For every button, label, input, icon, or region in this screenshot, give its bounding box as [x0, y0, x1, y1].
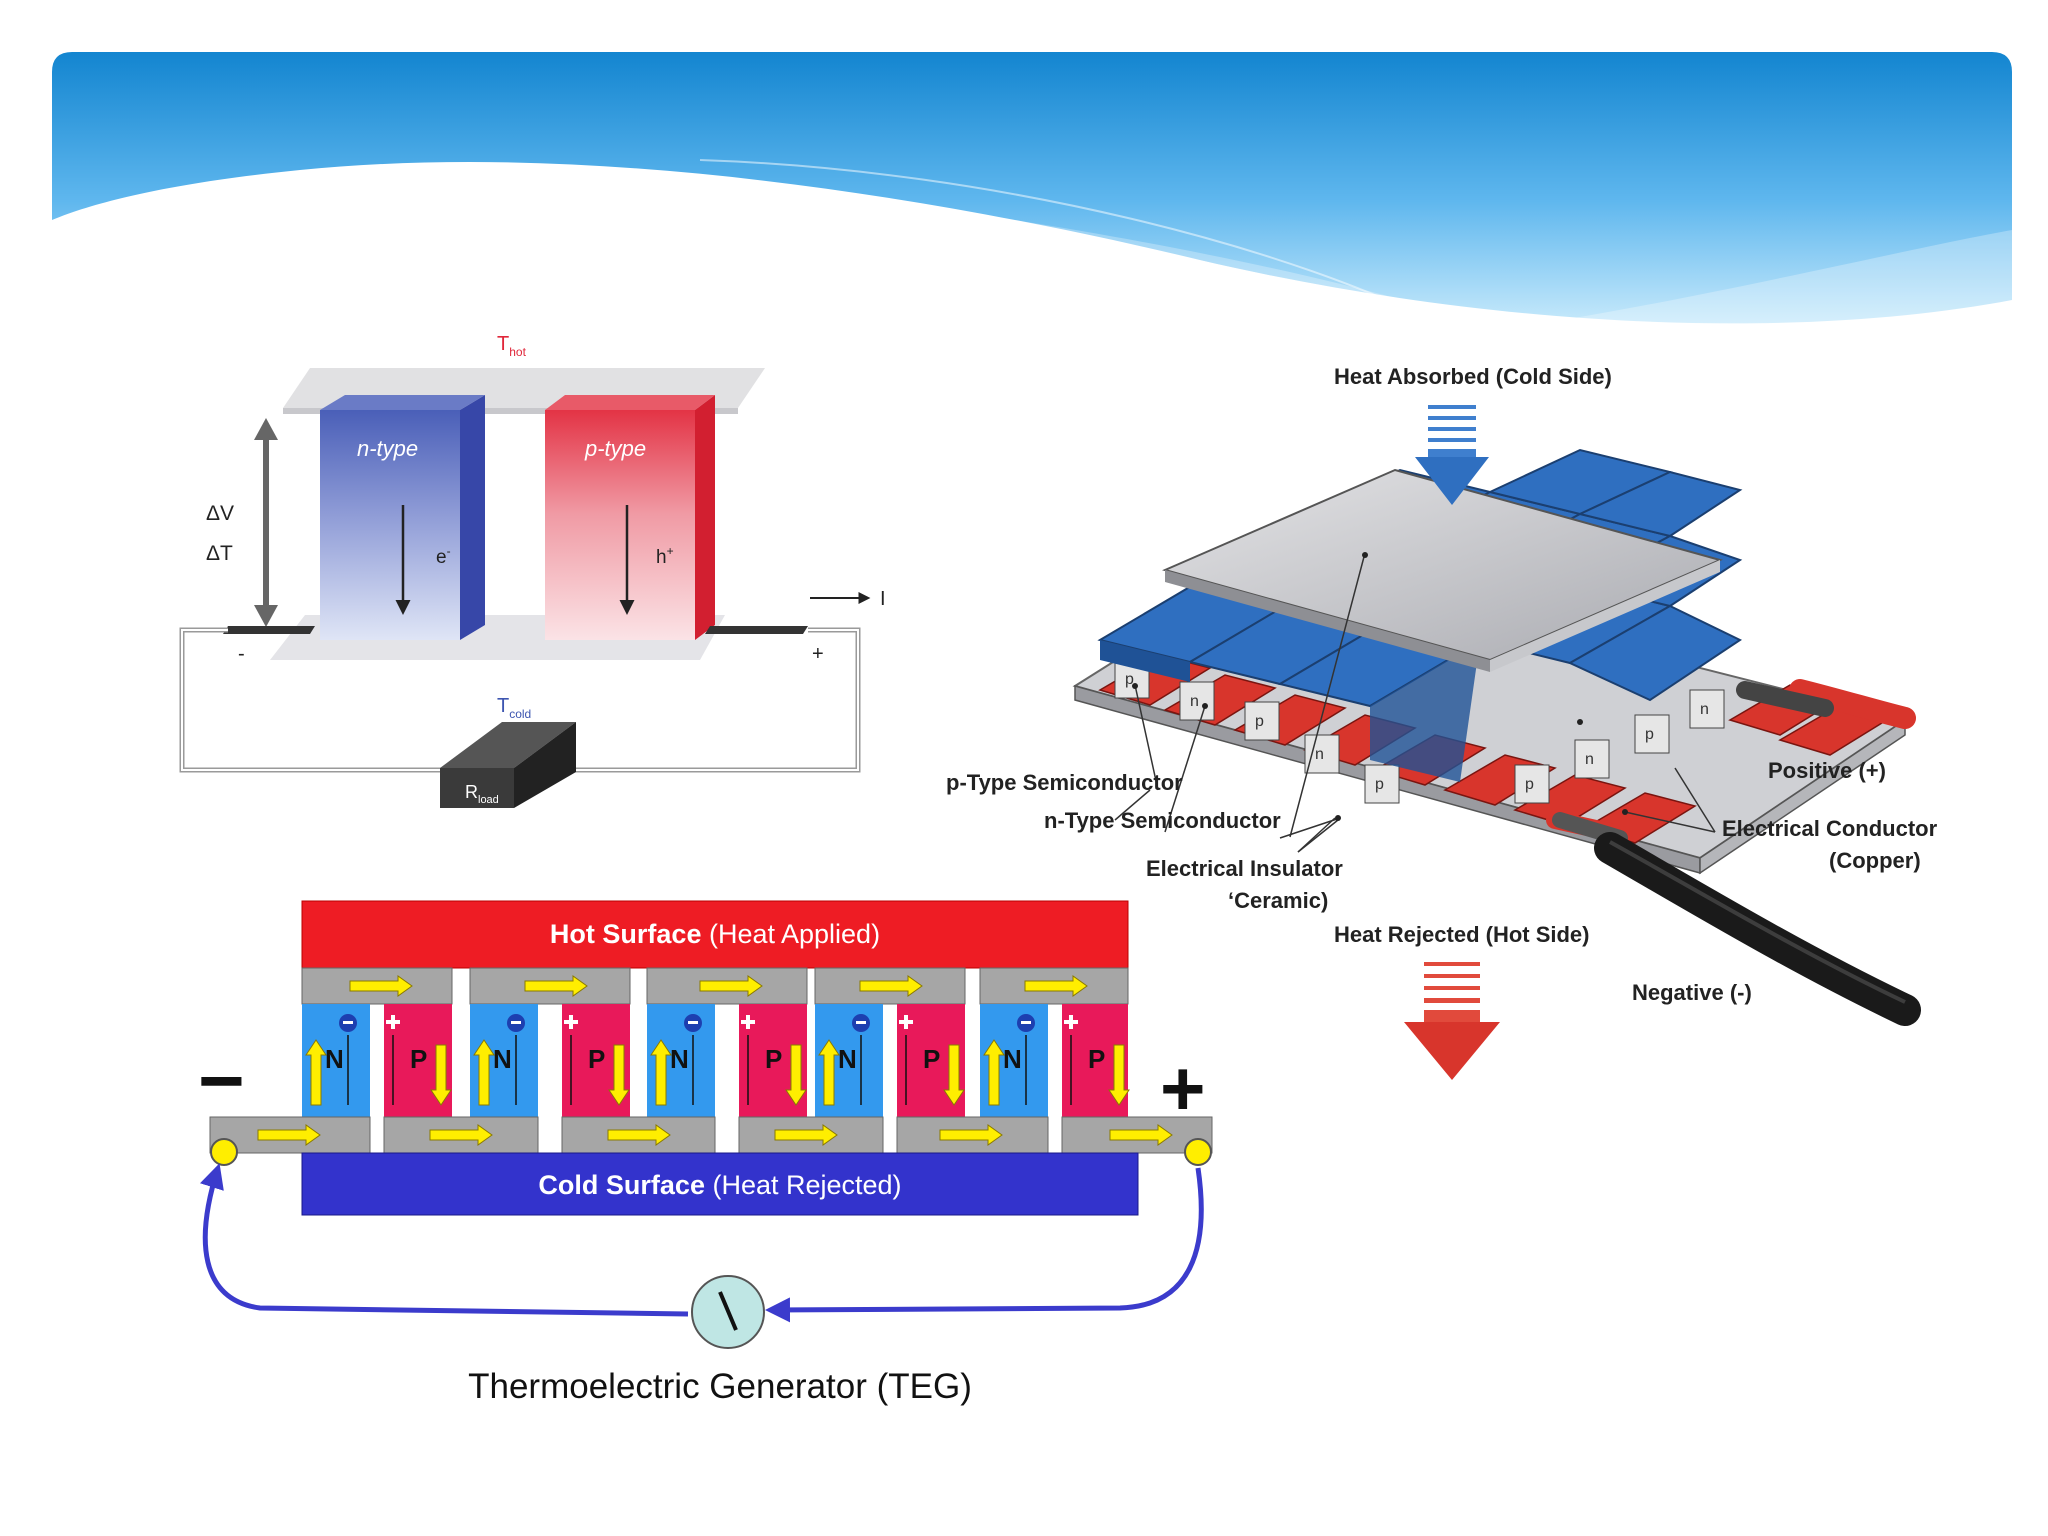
n-type-label: n-type — [357, 436, 418, 461]
svg-text:p: p — [1125, 671, 1134, 688]
negative-node — [210, 1138, 238, 1166]
load-resistor: Rload — [440, 722, 576, 808]
svg-text:p: p — [1645, 726, 1654, 743]
heat-absorbed-arrow — [1415, 405, 1489, 505]
conductor-label-line2: (Copper) — [1829, 848, 1921, 873]
peltier-module-diagram: p n p n p p n — [946, 364, 1938, 1080]
svg-text:P: P — [765, 1044, 782, 1074]
p-semiconductor-label: p-Type Semiconductor — [946, 770, 1183, 795]
banner-line — [699, 159, 1451, 331]
teg-caption: Thermoelectric Generator (TEG) — [468, 1367, 972, 1406]
svg-text:P: P — [923, 1044, 940, 1074]
svg-text:N: N — [493, 1044, 512, 1074]
svg-text:n: n — [1700, 701, 1709, 718]
leg-labels: N P N P N P N P N P — [325, 1044, 1105, 1074]
insulator-label-line2: ‘Ceramic) — [1228, 888, 1328, 913]
negative-terminal-sign: − — [198, 1036, 245, 1125]
svg-text:P: P — [1088, 1044, 1105, 1074]
n-semiconductor-label: n-Type Semiconductor — [1044, 808, 1281, 833]
banner-highlight — [560, 170, 2012, 334]
heat-rejected-arrow — [1404, 962, 1500, 1080]
svg-text:P: P — [410, 1044, 427, 1074]
charge-carriers — [339, 1014, 1078, 1105]
negative-wire — [1546, 811, 1921, 1026]
n-type-leg — [320, 410, 460, 640]
seebeck-diagram: Thot n-type p-type e- h+ ΔV ΔT - + I Tco… — [179, 333, 886, 808]
positive-wire — [1736, 679, 1916, 729]
t-hot-label: Thot — [497, 333, 527, 359]
insulator-label-line1: Electrical Insulator — [1146, 856, 1343, 881]
cold-surface — [301, 1152, 1139, 1216]
svg-text:n: n — [1585, 751, 1594, 768]
conductor-label-line1: Electrical Conductor — [1722, 816, 1938, 841]
positive-node — [1184, 1138, 1212, 1166]
p-type-label: p-type — [584, 436, 646, 461]
minus-terminal: - — [238, 643, 245, 665]
svg-text:n: n — [1315, 746, 1324, 763]
svg-text:N: N — [325, 1044, 344, 1074]
svg-text:p: p — [1525, 776, 1534, 793]
teg-diagram: Hot Surface (Heat Applied) — [198, 900, 1213, 1406]
external-circuit-left — [200, 1163, 689, 1317]
positive-label: Positive (+) — [1768, 758, 1886, 783]
electron-label: e- — [436, 544, 451, 568]
top-conductors — [301, 967, 1129, 1005]
current-label: I — [880, 588, 886, 610]
header-banner — [52, 52, 2012, 334]
leader-lines — [1114, 552, 1716, 853]
t-cold-label: Tcold — [497, 695, 531, 721]
heat-absorbed-label: Heat Absorbed (Cold Side) — [1334, 364, 1612, 389]
bottom-conductors — [209, 1116, 1213, 1154]
heat-rejected-label: Heat Rejected (Hot Side) — [1334, 922, 1590, 947]
svg-text:P: P — [588, 1044, 605, 1074]
svg-text:p: p — [1375, 776, 1384, 793]
negative-label: Negative (-) — [1632, 980, 1752, 1005]
hole-label: h+ — [656, 544, 674, 568]
svg-text:N: N — [838, 1044, 857, 1074]
galvanometer — [691, 1275, 765, 1349]
delta-v-label: ΔV — [206, 502, 234, 525]
positive-terminal-sign: + — [1160, 1044, 1206, 1132]
banner-wave — [52, 52, 2012, 324]
current-flow-arrows — [257, 975, 1173, 1146]
svg-text:n: n — [1190, 693, 1199, 710]
delta-t-label: ΔT — [206, 542, 233, 565]
svg-text:Rload: Rload — [465, 782, 499, 806]
plus-terminal: + — [812, 643, 824, 665]
hot-surface-label: Hot Surface (Heat Applied) — [550, 919, 880, 949]
cold-surface-label: Cold Surface (Heat Rejected) — [538, 1170, 901, 1200]
svg-text:p: p — [1255, 713, 1264, 730]
svg-text:N: N — [1003, 1044, 1022, 1074]
svg-text:N: N — [670, 1044, 689, 1074]
semiconductor-legs: p n p n p p n — [1114, 659, 1725, 804]
external-circuit-right — [765, 1167, 1204, 1323]
hot-surface — [301, 900, 1129, 969]
